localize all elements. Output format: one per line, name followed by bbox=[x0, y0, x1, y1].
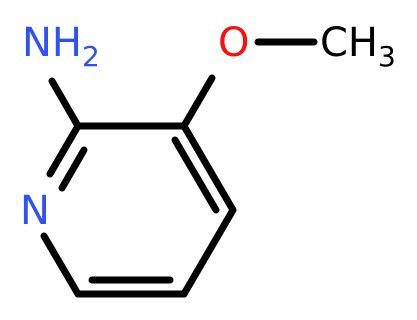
bond-c2-n1-inner bbox=[58, 146, 88, 192]
methyl-label: CH3 bbox=[320, 20, 396, 73]
ring-nitrogen-label-main: N bbox=[20, 188, 50, 234]
amine-label-sub: 2 bbox=[82, 40, 100, 73]
bonds bbox=[40, 38, 318, 298]
amine-label: NH2 bbox=[22, 20, 100, 73]
atom-labels: NH2 N O CH3 bbox=[20, 20, 396, 234]
ring-nitrogen-label: N bbox=[20, 188, 50, 234]
methyl-label-sub: 3 bbox=[378, 40, 396, 73]
methyl-label-main: CH bbox=[320, 20, 378, 66]
oxygen-label: O bbox=[218, 20, 249, 66]
oxygen-label-main: O bbox=[218, 20, 249, 66]
bond-n1-c6 bbox=[40, 232, 82, 298]
bond-c4-c3-outer bbox=[180, 122, 237, 214]
bond-c2-n1-outer bbox=[46, 122, 82, 178]
amine-label-main: NH bbox=[22, 20, 82, 66]
bond-c2-amine bbox=[48, 77, 82, 130]
bond-c5-c4 bbox=[180, 206, 237, 298]
bond-c3-oxygen bbox=[180, 74, 216, 130]
bond-c4-c3-inner bbox=[171, 136, 220, 214]
